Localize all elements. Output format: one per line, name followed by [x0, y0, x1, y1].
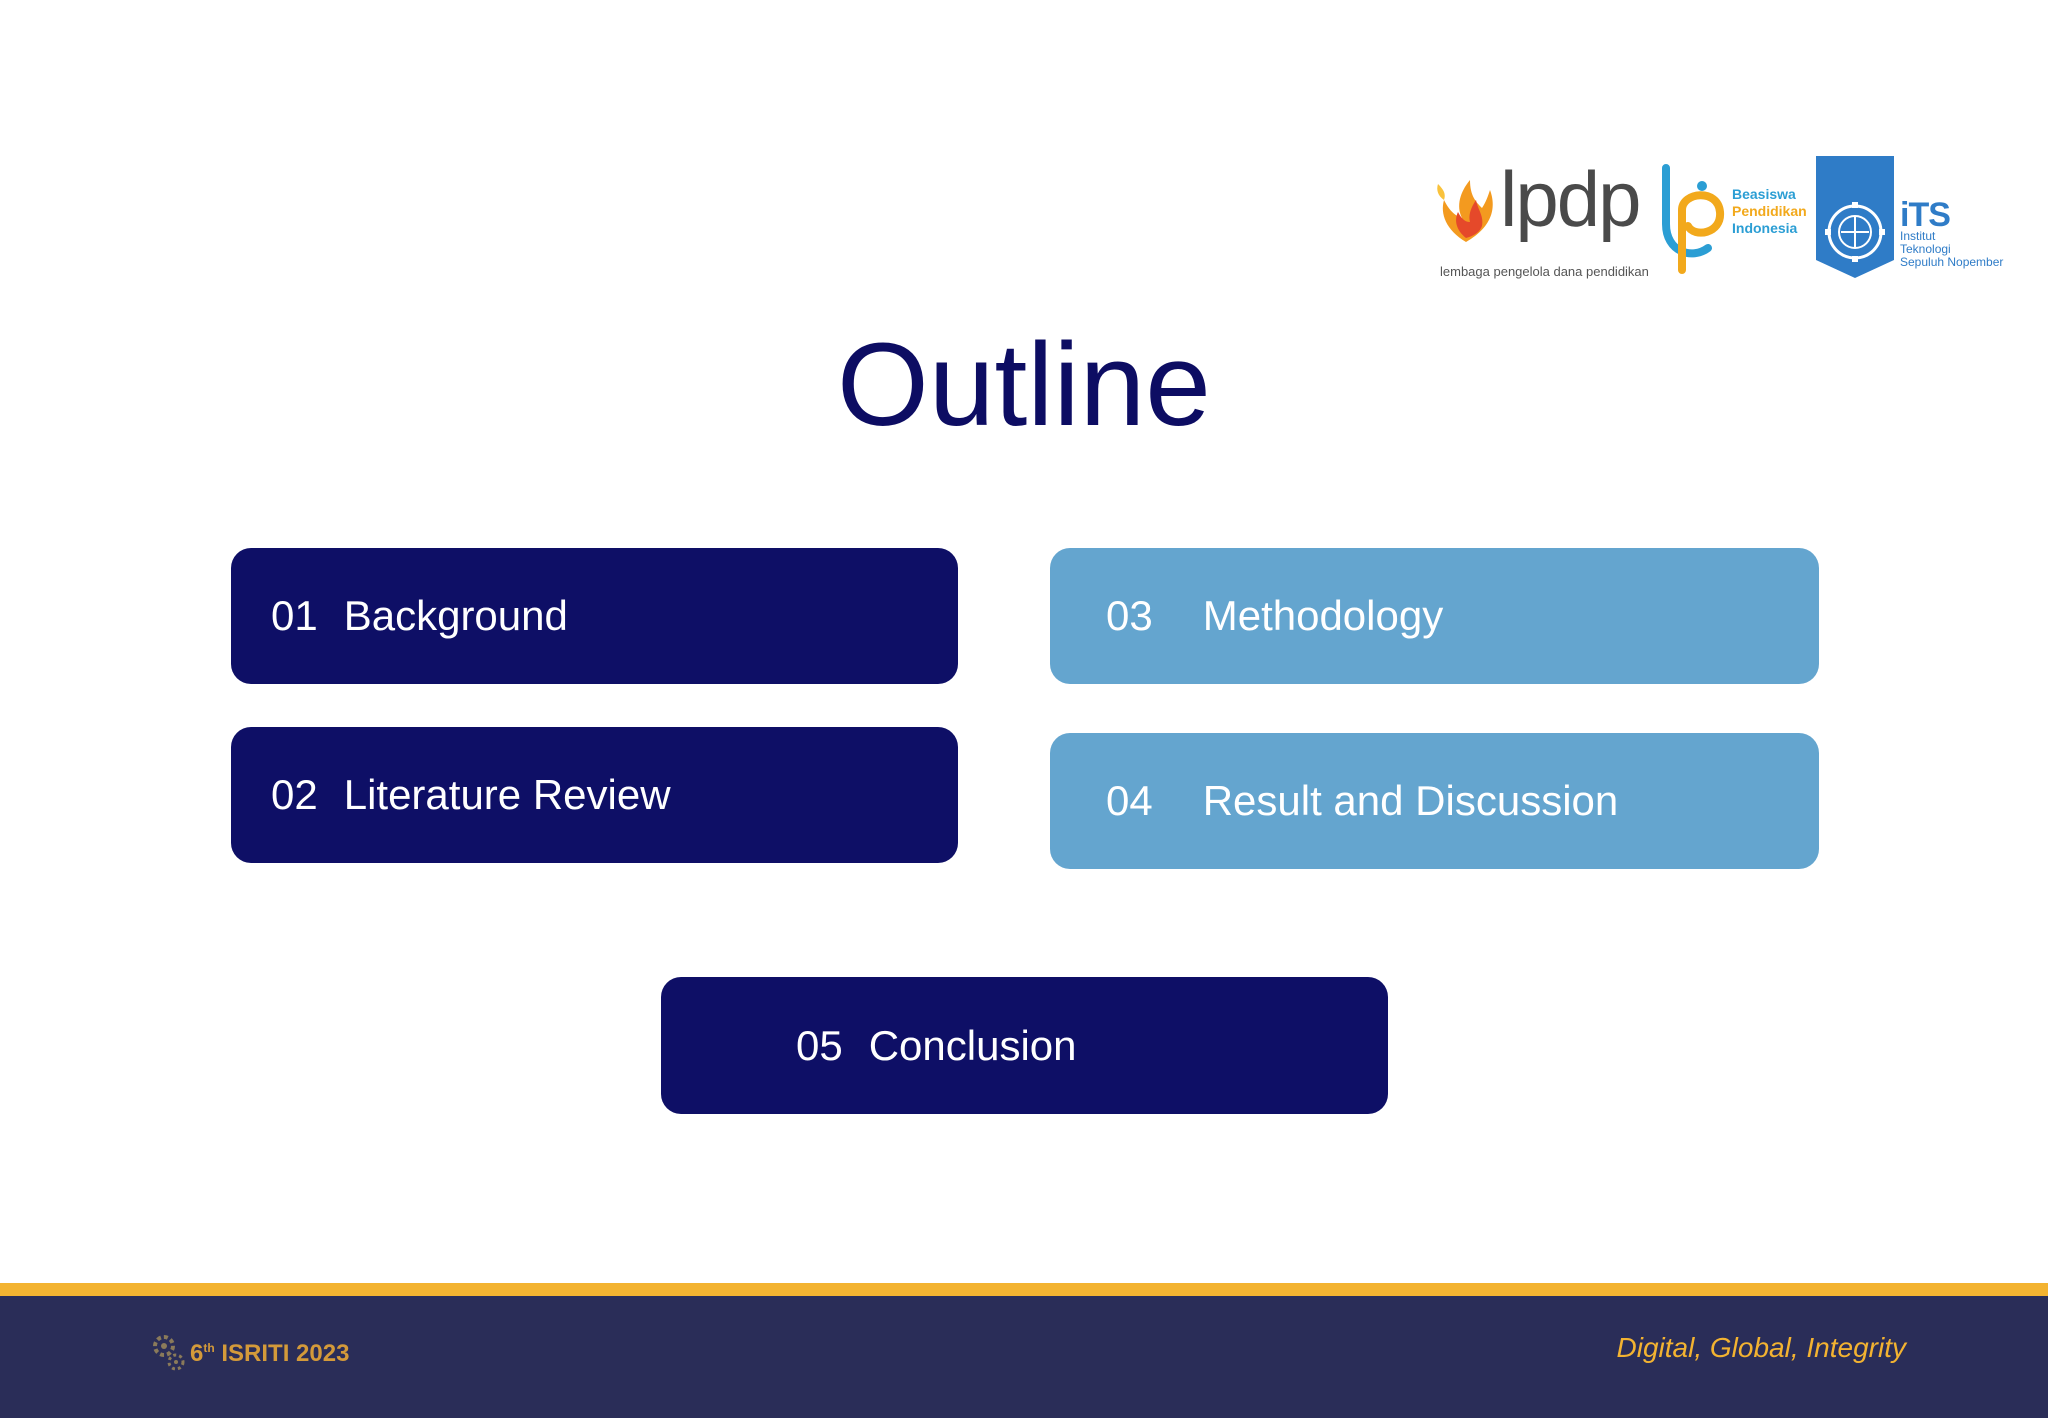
footer-bar: 6th ISRITI 2023 Digital, Global, Integri… — [0, 1296, 2048, 1418]
bpi-logo: Beasiswa Pendidikan Indonesia — [1658, 162, 1820, 274]
partner-logos: lpdp lembaga pengelola dana pendidikan B… — [1436, 150, 2008, 282]
its-sub-2: Teknologi — [1900, 242, 1951, 256]
item-label: Conclusion — [868, 1021, 1077, 1069]
event-edition: 6 — [190, 1340, 204, 1367]
outline-item-literature-review[interactable]: 02 Literature Review — [231, 727, 958, 863]
item-label: Literature Review — [343, 771, 671, 818]
footer-accent-stripe — [0, 1283, 2048, 1296]
item-label: Methodology — [1202, 592, 1444, 639]
bpi-line-3: Indonesia — [1732, 220, 1798, 236]
outline-item-background[interactable]: 01 Background — [231, 548, 958, 684]
gear-icon — [153, 1335, 185, 1371]
lpdp-tagline: lembaga pengelola dana pendidikan — [1440, 264, 1649, 279]
its-wordmark: iTS — [1900, 196, 1951, 234]
item-number: 04 — [1106, 777, 1153, 824]
outline-item-result-discussion[interactable]: 04 Result and Discussion — [1050, 733, 1819, 869]
footer-slogan: Digital, Global, Integrity — [1616, 1332, 1906, 1363]
item-number: 01 — [271, 592, 318, 639]
item-number: 02 — [271, 771, 318, 818]
item-label: Result and Discussion — [1202, 777, 1619, 824]
event-edition-suffix: th — [203, 1341, 215, 1355]
its-shield-icon — [1816, 156, 1894, 278]
item-number: 03 — [1106, 592, 1153, 639]
outline-item-methodology[interactable]: 03 Methodology — [1050, 548, 1819, 684]
outline-item-conclusion[interactable]: 05 Conclusion — [661, 977, 1388, 1114]
bpi-line-1: Beasiswa — [1732, 186, 1796, 202]
flame-icon — [1437, 180, 1493, 242]
lpdp-wordmark: lpdp — [1500, 155, 1641, 243]
bpi-line-2: Pendidikan — [1732, 203, 1807, 219]
bpi-mark-icon — [1662, 164, 1724, 274]
slide-title: Outline — [837, 319, 1211, 451]
its-sub-1: Institut — [1900, 229, 1936, 243]
its-logo-text: iTS Institut Teknologi Sepuluh Nopember — [1900, 196, 2004, 269]
its-sub-3: Sepuluh Nopember — [1900, 255, 2004, 269]
event-name: ISRITI 2023 — [221, 1340, 350, 1367]
lpdp-logo: lpdp lembaga pengelola dana pendidikan — [1436, 155, 1658, 279]
item-number: 05 — [796, 1021, 843, 1069]
item-label: Background — [343, 592, 568, 639]
